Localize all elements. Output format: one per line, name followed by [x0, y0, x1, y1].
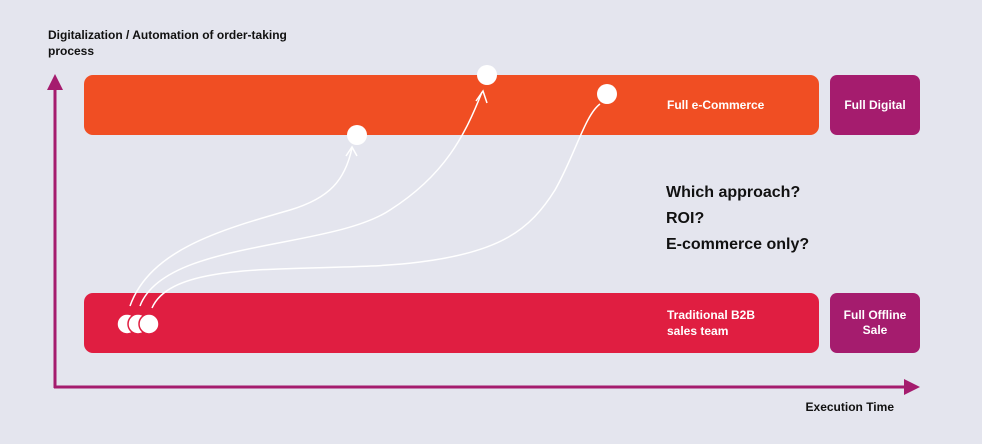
ecommerce-dot-3	[597, 84, 617, 104]
b2b-dot-3	[138, 313, 160, 335]
full-offline-tag: Full Offline Sale	[830, 293, 920, 353]
ecommerce-dot-1	[347, 125, 367, 145]
x-axis-label: Execution Time	[805, 400, 894, 414]
ecommerce-bar-label: Full e-Commerce	[667, 98, 765, 112]
question-ecommerce-only: E-commerce only?	[666, 236, 810, 253]
question-approach: Which approach?	[666, 184, 801, 201]
transition-arrowhead-2	[475, 89, 488, 104]
full-offline-tag-label: Full Offline Sale	[843, 308, 907, 337]
ecommerce-bar: Full e-Commerce	[84, 75, 819, 135]
y-axis-arrow	[47, 74, 63, 90]
questions-block: Which approach? ROI? E-commerce only?	[666, 180, 809, 258]
ecommerce-dot-2	[477, 65, 497, 85]
x-axis-arrow	[904, 379, 920, 395]
transition-arrowhead-1	[345, 145, 358, 157]
transition-path-1	[129, 147, 353, 307]
transition-path-2	[139, 91, 483, 307]
y-axis-label: Digitalization / Automation of order-tak…	[48, 28, 287, 58]
b2b-sales-bar: Traditional B2B sales team	[84, 293, 819, 353]
transition-path-3	[151, 103, 601, 309]
full-digital-tag: Full Digital	[830, 75, 920, 135]
full-digital-tag-label: Full Digital	[844, 97, 906, 112]
b2b-sales-bar-label: Traditional B2B sales team	[667, 308, 756, 338]
question-roi: ROI?	[666, 210, 705, 227]
